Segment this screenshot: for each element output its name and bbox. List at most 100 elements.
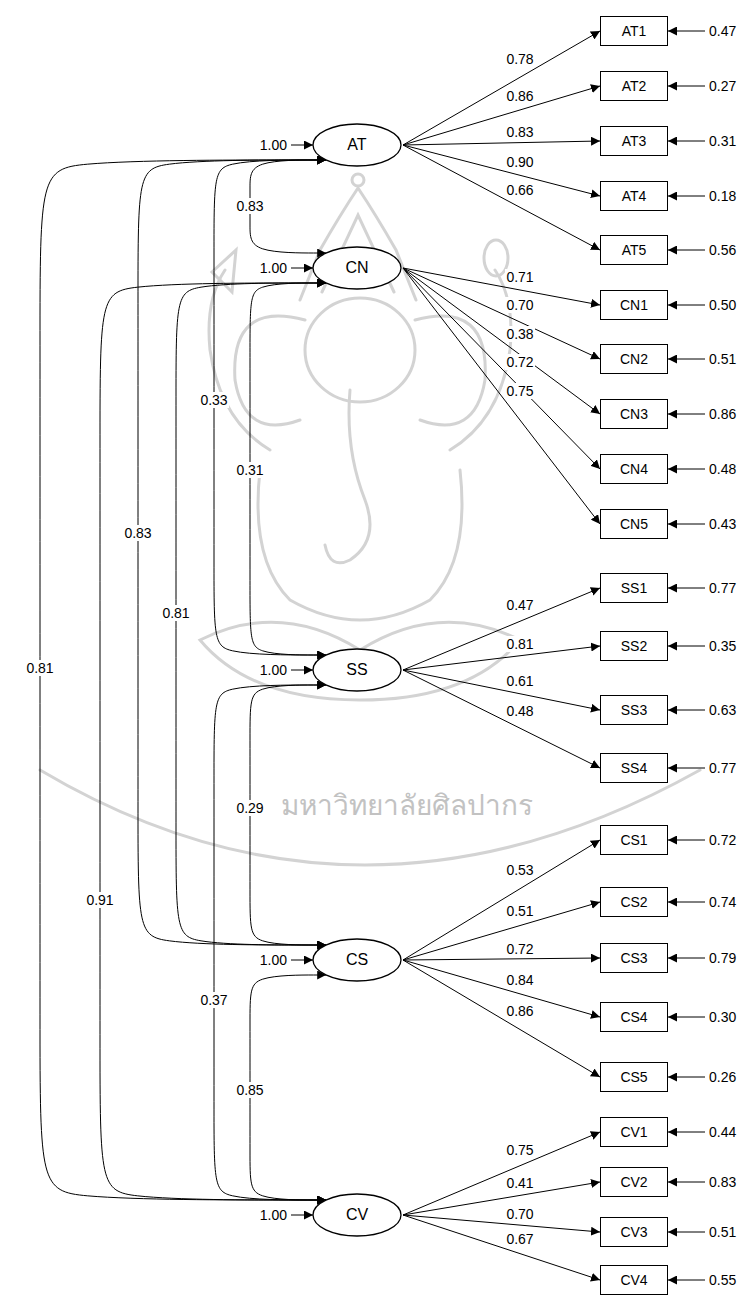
right-ear (415, 316, 485, 425)
loading-value: 0.67 (505, 1231, 534, 1247)
loading-arrow (403, 1182, 600, 1215)
error-variance: 0.26 (708, 1069, 737, 1085)
variable-name: AT5 (622, 242, 647, 259)
error-arrow (668, 710, 705, 711)
variable-name: SS1 (621, 580, 647, 597)
variable-name: CS3 (620, 950, 647, 967)
correlation-arrow (176, 283, 326, 945)
error-variance: 0.79 (708, 950, 737, 966)
variance-value: 1.00 (259, 1207, 288, 1223)
error-variance: 0.43 (708, 516, 737, 532)
error-arrow (668, 305, 705, 306)
crown-finial (352, 174, 364, 186)
ellipse-shape (313, 649, 401, 691)
indicator-box: CN2 (600, 344, 668, 374)
right-arm (450, 270, 511, 450)
loading-arrow (403, 268, 600, 524)
latent-ellipse: AT (312, 123, 402, 167)
error-arrow (668, 359, 705, 360)
loading-value: 0.84 (505, 972, 534, 988)
trunk (325, 390, 370, 563)
variable-name: CS4 (620, 1009, 647, 1026)
indicator-box: CV2 (600, 1167, 668, 1197)
error-arrow (668, 414, 705, 415)
loading-arrow (403, 141, 600, 145)
error-variance: 0.86 (708, 406, 737, 422)
variance-value: 1.00 (259, 952, 288, 968)
loading-arrow (403, 268, 600, 359)
error-arrow (668, 86, 705, 87)
loading-value: 0.70 (505, 1206, 534, 1222)
indicator-box: CS1 (600, 825, 668, 855)
indicator-box: AT5 (600, 235, 668, 265)
error-variance: 0.18 (708, 188, 737, 204)
variable-name: AT3 (622, 133, 647, 150)
latent-ellipse: CN (312, 246, 402, 290)
loading-value: 0.61 (505, 673, 534, 689)
ellipse-shape (313, 247, 401, 289)
variance-value: 1.00 (259, 260, 288, 276)
loading-arrow (403, 268, 600, 469)
error-arrow (668, 1232, 705, 1233)
correlation-value: 0.91 (85, 892, 114, 908)
correlation-value: 0.81 (161, 605, 190, 621)
error-variance: 0.77 (708, 580, 737, 596)
error-arrow (668, 469, 705, 470)
error-variance: 0.63 (708, 702, 737, 718)
loading-value: 0.66 (505, 182, 534, 198)
error-arrow (668, 524, 705, 525)
indicator-box: AT2 (600, 71, 668, 101)
indicator-box: CS3 (600, 943, 668, 973)
variable-name: CN2 (620, 351, 648, 368)
ellipse-shape (313, 1194, 401, 1236)
watermark-text: มหาวิทยาลัยศิลปากร (280, 788, 534, 824)
loading-arrow (403, 145, 600, 250)
variance-arrow (291, 145, 313, 146)
error-arrow (668, 1077, 705, 1078)
variable-name: CS (346, 950, 368, 969)
correlation-arrow (100, 283, 326, 1200)
error-variance: 0.55 (708, 1272, 737, 1288)
error-arrow (668, 768, 705, 769)
error-arrow (668, 958, 705, 959)
error-arrow (668, 196, 705, 197)
variable-name: CS2 (620, 894, 647, 911)
error-arrow (668, 31, 705, 32)
error-arrow (668, 1017, 705, 1018)
loading-arrow (403, 145, 600, 196)
variance-arrow (291, 1215, 313, 1216)
latent-ellipse: CS (312, 938, 402, 982)
variance-value: 1.00 (259, 137, 288, 153)
error-variance: 0.48 (708, 461, 737, 477)
loading-arrow (403, 268, 600, 305)
correlation-arrow (214, 160, 326, 655)
error-variance: 0.30 (708, 1009, 737, 1025)
indicator-box: CS4 (600, 1002, 668, 1032)
indicator-box: CS5 (600, 1062, 668, 1092)
variable-name: SS3 (621, 702, 647, 719)
variance-arrow (291, 268, 313, 269)
error-arrow (668, 1182, 705, 1183)
ganesha-emblem (40, 174, 700, 865)
loading-value: 0.71 (505, 269, 534, 285)
error-arrow (668, 1132, 705, 1133)
indicator-box: CV3 (600, 1217, 668, 1247)
left-ear (235, 316, 305, 425)
error-arrow (668, 588, 705, 589)
correlation-value: 0.33 (199, 392, 228, 408)
correlation-value: 0.37 (199, 992, 228, 1008)
indicator-box: AT1 (600, 16, 668, 46)
ellipse-shape (313, 939, 401, 981)
loading-arrow (403, 840, 600, 960)
error-arrow (668, 250, 705, 251)
loading-value: 0.90 (505, 154, 534, 170)
latent-ellipse: SS (312, 648, 402, 692)
loading-arrow (403, 958, 600, 960)
correlation-value: 0.85 (235, 1082, 264, 1098)
loading-arrow (403, 268, 600, 414)
variable-name: SS4 (621, 760, 647, 777)
body-outline (258, 470, 462, 620)
error-variance: 0.56 (708, 242, 737, 258)
correlation-arrow (40, 160, 326, 1200)
error-variance: 0.74 (708, 894, 737, 910)
